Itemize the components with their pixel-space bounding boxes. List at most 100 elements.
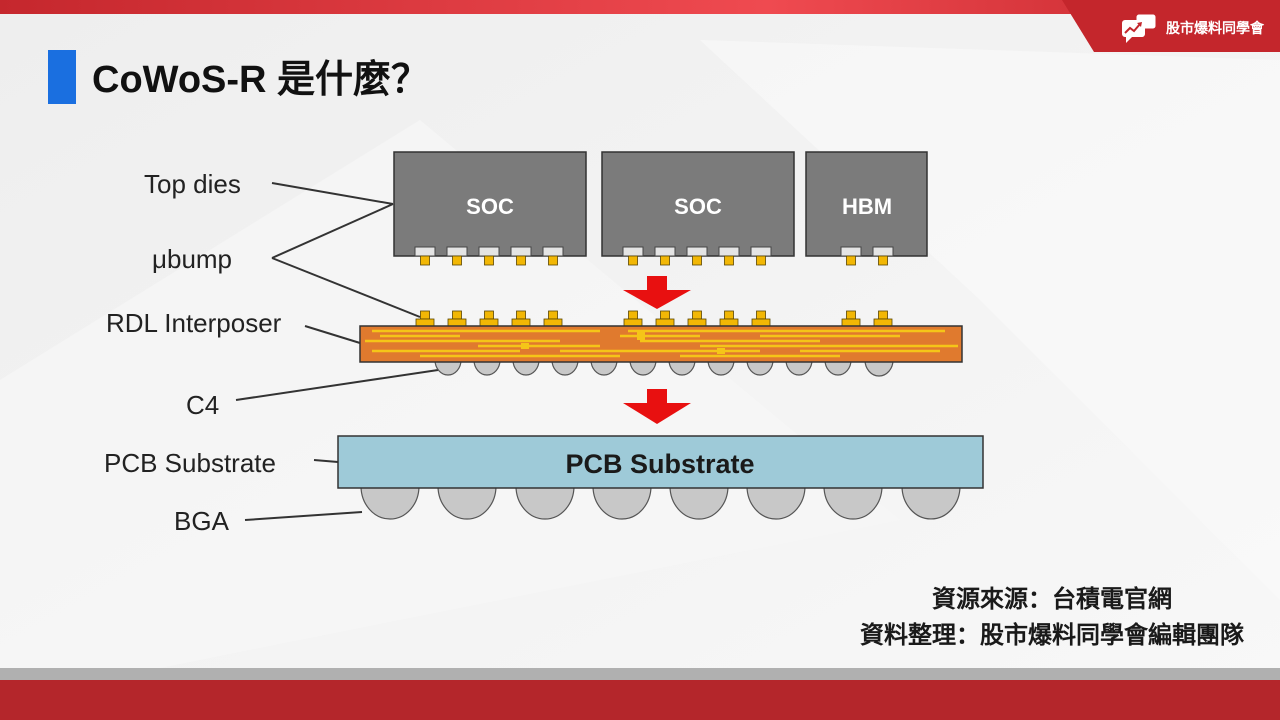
microbump-solder: [548, 255, 558, 266]
microbump-pad: [687, 318, 707, 327]
microbump-solder: [452, 310, 462, 320]
label-rdl-interposer: RDL Interposer: [106, 308, 282, 338]
leader-lines: [235, 182, 439, 521]
die-body: [393, 151, 587, 257]
c4-bump: [551, 359, 579, 376]
microbump-pad: [655, 318, 675, 327]
logo-bubble-tail: [1126, 36, 1133, 43]
microbump-solder: [420, 310, 430, 320]
microbump-pad: [841, 318, 861, 327]
c4-bump: [512, 359, 540, 376]
logo-tab: [1062, 0, 1280, 52]
microbump-solder: [628, 255, 638, 266]
bga-ball: [823, 485, 883, 520]
microbump-pad: [542, 246, 564, 257]
microbump-pad: [873, 318, 893, 327]
c4-bump: [707, 359, 735, 376]
microbump-pad: [654, 246, 676, 257]
substrate-body: [337, 435, 984, 489]
microbump: [446, 246, 468, 266]
bga-balls: [360, 485, 961, 520]
die-body: [601, 151, 795, 257]
microbump-solder: [484, 255, 494, 266]
microbump-pad: [510, 246, 532, 257]
microbump: [654, 246, 676, 266]
die-label: SOC: [466, 194, 514, 219]
bottom-red-bar: [0, 680, 1280, 720]
leader-bga: [244, 511, 363, 521]
microbump-pad: [479, 318, 499, 327]
background-pattern: [700, 40, 1280, 600]
c4-bumps: [434, 359, 894, 377]
c4-bump: [785, 359, 813, 376]
microbump-solder: [724, 310, 734, 320]
microbump: [414, 246, 436, 266]
microbump-pad: [840, 246, 862, 257]
leader-ubump-die: [271, 203, 394, 259]
die-label: SOC: [674, 194, 722, 219]
logo-text: 股市爆料同學會: [1166, 20, 1265, 36]
down-arrow-icon: [623, 276, 691, 309]
bga-ball: [437, 485, 497, 520]
pcb-substrate: PCB Substrate: [337, 435, 984, 489]
label-ubump: μbump: [152, 244, 232, 274]
microbump-solder: [692, 255, 702, 266]
microbump-pad: [414, 246, 436, 257]
microbump-pad: [415, 318, 435, 327]
bga-ball: [669, 485, 729, 520]
leader-rdl-interposer: [304, 325, 361, 344]
interposer-microbump: [655, 310, 675, 327]
leader-ubump-interposer: [271, 257, 421, 318]
microbump-pad: [686, 246, 708, 257]
microbump-pad: [623, 318, 643, 327]
c4-bump: [746, 359, 774, 376]
bga-ball: [592, 485, 652, 520]
rdl-via: [717, 348, 725, 354]
microbump-solder: [660, 255, 670, 266]
microbump-pad: [543, 318, 563, 327]
microbump-solder: [420, 255, 430, 266]
top-die-hbm: HBM: [805, 151, 928, 257]
microbump: [542, 246, 564, 266]
microbump-solder: [548, 310, 558, 320]
microbump-pad: [719, 318, 739, 327]
microbump: [686, 246, 708, 266]
compiler-credit: 資料整理：股市爆料同學會編輯團隊: [860, 621, 1245, 649]
microbump-solder: [878, 310, 888, 320]
label-c4: C4: [186, 390, 219, 420]
c4-bump: [668, 359, 696, 376]
label-bga: BGA: [174, 506, 230, 536]
rdl-traces: [365, 329, 958, 358]
leader-c4: [235, 369, 439, 401]
microbump-solder: [878, 255, 888, 266]
microbump-pad: [478, 246, 500, 257]
microbump: [840, 246, 862, 266]
top-die-soc-2: SOC: [601, 151, 795, 257]
die-label: HBM: [842, 194, 892, 219]
microbump-pad: [750, 246, 772, 257]
microbump-solder: [846, 255, 856, 266]
microbump-solder: [846, 310, 856, 320]
microbump-solder: [660, 310, 670, 320]
microbump-solder: [452, 255, 462, 266]
microbump-pad: [872, 246, 894, 257]
c4-bump: [824, 359, 852, 376]
label-pcb-substrate: PCB Substrate: [104, 448, 276, 478]
c4-bump: [864, 359, 894, 377]
label-top-dies: Top dies: [144, 169, 241, 199]
top-bar: [0, 0, 1280, 14]
microbump: [478, 246, 500, 266]
microbump-solder: [756, 310, 766, 320]
microbump-solder: [628, 310, 638, 320]
rdl-via: [637, 332, 645, 340]
leader-top-dies: [271, 182, 394, 205]
microbump-pad: [447, 318, 467, 327]
c4-bump: [629, 359, 657, 376]
logo-chart-line: [1124, 23, 1141, 34]
microbump-pad: [718, 246, 740, 257]
rdl-via: [521, 343, 529, 349]
page-title: CoWoS-R 是什麼？: [92, 59, 429, 101]
microbump-pad: [751, 318, 771, 327]
microbump: [510, 246, 532, 266]
